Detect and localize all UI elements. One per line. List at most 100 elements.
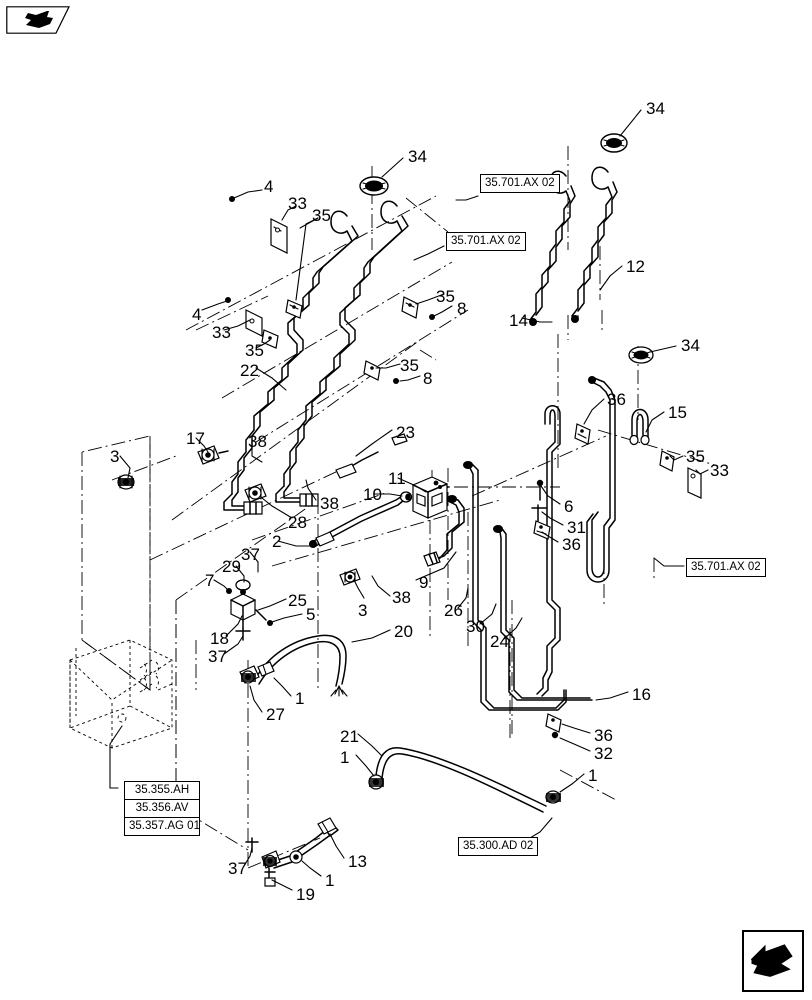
- bracket-33-upper: [270, 218, 288, 254]
- screw-5: [267, 620, 273, 626]
- callout-number: 37: [241, 545, 260, 564]
- callout-number: 35: [436, 287, 455, 306]
- callout-number: 33: [288, 194, 307, 213]
- reference-box[interactable]: 35.300.AD 02: [458, 837, 539, 856]
- screw-8-a: [429, 314, 435, 320]
- callout-number: 32: [594, 744, 613, 763]
- callout-number: 21: [340, 727, 359, 746]
- callout-number: 24: [490, 632, 509, 651]
- callout-number: 37: [228, 859, 247, 878]
- reference-box[interactable]: 35.701.AX 02: [686, 558, 766, 577]
- callout-number: 8: [423, 369, 433, 388]
- clamp-35-upper-a: [285, 299, 303, 319]
- fitting-3-center: [339, 568, 361, 586]
- callout-number: 5: [306, 605, 316, 624]
- bracket-33-right: [687, 467, 702, 499]
- plow-blade-icon: [25, 11, 53, 28]
- fitting-27: [239, 661, 275, 684]
- grommet-34-right: [628, 346, 654, 364]
- callout-number: 26: [444, 601, 463, 620]
- callout-number: 37: [208, 647, 227, 666]
- callout-number: 15: [668, 403, 687, 422]
- bracket-33-mid-left: [245, 309, 263, 337]
- fitting-28: [244, 483, 267, 503]
- valve-block-11: [412, 476, 448, 519]
- callout-number: 1: [588, 766, 598, 785]
- callout-number: 30: [466, 617, 485, 636]
- callout-number: 36: [607, 390, 626, 409]
- callout-number: 16: [632, 685, 651, 704]
- corner-tab-top-left: [6, 6, 70, 34]
- reference-box[interactable]: 35.701.AX 02: [446, 232, 526, 251]
- clamp-36-bottom: [545, 713, 562, 733]
- callout-number: 33: [710, 461, 729, 480]
- callout-number: 11: [388, 469, 406, 488]
- callout-number: 3: [110, 447, 120, 466]
- callout-number: 35: [245, 341, 264, 360]
- fitting-1-hose-left: [368, 774, 384, 790]
- callout-number: 1: [325, 871, 335, 890]
- callout-number: 14: [509, 311, 528, 330]
- callout-number: 38: [248, 432, 267, 451]
- callout-number: 38: [392, 588, 411, 607]
- callout-number: 34: [408, 147, 427, 166]
- callout-number: 22: [240, 361, 259, 380]
- callout-number: 33: [212, 323, 231, 342]
- callout-number: 28: [288, 513, 307, 532]
- callout-number: 25: [288, 591, 307, 610]
- callout-number: 23: [396, 423, 415, 442]
- bolt-32: [551, 731, 559, 739]
- callout-number: 3: [358, 601, 368, 620]
- callout-number: 10: [363, 485, 382, 504]
- callout-number: 2: [272, 532, 282, 551]
- callout-number: 18: [210, 629, 229, 648]
- screw-4-a: [229, 196, 235, 202]
- screw-8-b: [393, 378, 399, 384]
- callout-number: 34: [646, 99, 665, 118]
- clamp-36-right-a: [574, 423, 591, 445]
- fitting-17: [197, 445, 229, 465]
- cap-29: [235, 579, 251, 591]
- grommet-34-top-right: [600, 133, 628, 153]
- callout-number: 29: [222, 557, 241, 576]
- callout-number: 20: [394, 622, 413, 641]
- callout-number: 8: [457, 299, 467, 318]
- reference-box[interactable]: 35.356.AV: [124, 799, 200, 818]
- reference-box[interactable]: 35.357.AG 01: [124, 817, 200, 836]
- reference-box[interactable]: 35.355.AH: [124, 781, 200, 800]
- clamp-35-right: [659, 450, 675, 472]
- clamp-35-lower-right: [363, 360, 381, 381]
- fitting-3-left: [117, 474, 135, 490]
- callout-number: 4: [192, 305, 202, 324]
- callout-number: 34: [681, 336, 700, 355]
- callout-number: 35: [400, 356, 419, 375]
- callout-number: 27: [266, 705, 285, 724]
- reference-box[interactable]: 35.701.AX 02: [480, 174, 560, 193]
- plow-blade-icon: [751, 945, 793, 977]
- grommet-34-top-center: [359, 176, 389, 196]
- clamp-35-mid-right: [401, 296, 419, 319]
- callout-number: 35: [686, 447, 705, 466]
- callout-number: 31: [567, 518, 586, 537]
- callout-number: 7: [205, 571, 215, 590]
- callout-number: 4: [264, 177, 274, 196]
- fitting-1-bottom: [289, 850, 303, 864]
- corner-logo-bottom-right: [742, 930, 804, 992]
- clamp-35-mid-left: [261, 329, 279, 349]
- callout-number: 12: [626, 257, 645, 276]
- callout-number: 36: [594, 726, 613, 745]
- valve-18-cluster: [226, 579, 256, 641]
- fitting-19: [261, 850, 281, 887]
- callout-number: 35: [312, 206, 331, 225]
- fitting-1-hose-right: [545, 790, 561, 804]
- callout-number: 6: [564, 497, 574, 516]
- callout-number: 38: [320, 494, 339, 513]
- callout-number: 36: [562, 535, 581, 554]
- callout-number: 1: [295, 689, 305, 708]
- callout-number: 13: [348, 852, 367, 871]
- callout-number: 17: [186, 429, 205, 448]
- callout-number: 19: [296, 885, 315, 904]
- callout-number: 1: [340, 748, 350, 767]
